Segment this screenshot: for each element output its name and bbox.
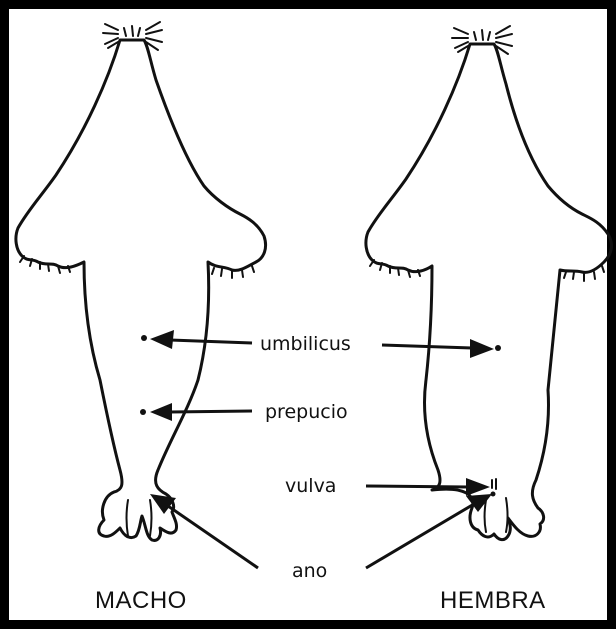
female-umbilicus-dot [495, 345, 501, 351]
vulva-label: vulva [285, 475, 336, 497]
vulva-arrow [366, 478, 490, 496]
male-prepucio-dot [140, 409, 146, 415]
umbilicus-label: umbilicus [260, 333, 351, 355]
female-flipper-line-left [485, 500, 487, 532]
male-body-outline [16, 40, 266, 540]
prepucio-arrow [150, 403, 252, 421]
female-caption: HEMBRA [440, 587, 546, 614]
male-flipper-line-left [127, 500, 129, 536]
female-body-outline [366, 44, 612, 540]
female-vulva-dot [491, 492, 496, 497]
prepucio-label: prepucio [265, 401, 348, 423]
umbilicus-arrow-left [150, 330, 252, 349]
male-seal [16, 22, 266, 540]
umbilicus-arrow-right [382, 339, 494, 358]
male-umbilicus-dot [141, 335, 147, 341]
ano-arrow-right [366, 494, 492, 568]
female-whiskers [452, 26, 512, 54]
female-vulva-mark [492, 479, 496, 489]
male-flipper-line-right [150, 500, 152, 536]
male-whiskers [103, 22, 162, 50]
female-flipper-line-right [506, 498, 508, 532]
ano-label: ano [292, 560, 327, 582]
male-caption: MACHO [95, 587, 187, 614]
female-seal [366, 26, 612, 540]
